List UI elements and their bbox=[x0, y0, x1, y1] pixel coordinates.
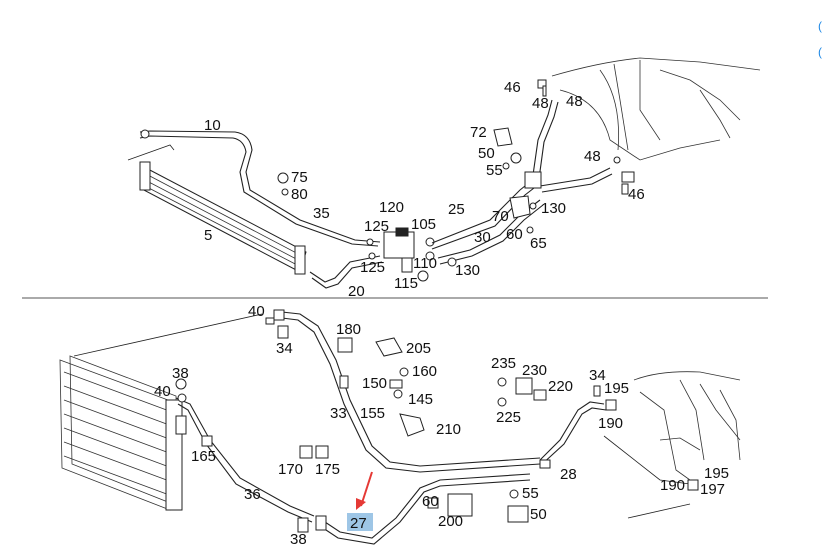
callout-label[interactable]: 50 bbox=[478, 145, 495, 162]
upper-assembly bbox=[127, 57, 761, 289]
callout-label[interactable]: 115 bbox=[394, 275, 418, 292]
transmission-lower bbox=[633, 371, 741, 481]
callout-label[interactable]: 34 bbox=[589, 367, 606, 384]
callout-label[interactable]: 36 bbox=[244, 486, 261, 503]
callout-label[interactable]: 145 bbox=[408, 391, 433, 408]
callout-label[interactable]: 200 bbox=[438, 513, 463, 530]
callout-label[interactable]: 38 bbox=[172, 365, 189, 382]
callout-label[interactable]: 105 bbox=[411, 216, 436, 233]
callout-label[interactable]: 195 bbox=[704, 465, 729, 482]
edge-mark: ( bbox=[818, 19, 822, 33]
callout-label[interactable]: 170 bbox=[278, 461, 303, 478]
callout-label[interactable]: 125 bbox=[360, 259, 385, 276]
callout-label[interactable]: 130 bbox=[541, 200, 566, 217]
callout-label[interactable]: 155 bbox=[360, 405, 385, 422]
callout-label[interactable]: 28 bbox=[560, 466, 577, 483]
callout-label[interactable]: 46 bbox=[504, 79, 521, 96]
highlight-27 bbox=[347, 513, 373, 531]
callout-label[interactable]: 205 bbox=[406, 340, 431, 357]
callout-label[interactable]: 40 bbox=[248, 303, 265, 320]
callout-label[interactable]: 10 bbox=[204, 117, 221, 134]
callout-label[interactable]: 150 bbox=[362, 375, 387, 392]
callout-label[interactable]: 46 bbox=[628, 186, 645, 203]
callout-label[interactable]: 60 bbox=[506, 226, 523, 243]
callout-label[interactable]: 30 bbox=[474, 229, 491, 246]
callout-label[interactable]: 110 bbox=[413, 255, 437, 272]
oil-cooler-upper bbox=[139, 161, 307, 275]
callout-label[interactable]: 120 bbox=[379, 199, 404, 216]
callout-label[interactable]: 197 bbox=[700, 481, 725, 498]
callout-label[interactable]: 33 bbox=[330, 405, 347, 422]
callout-label[interactable]: 20 bbox=[348, 283, 365, 300]
callout-label[interactable]: 35 bbox=[313, 205, 330, 222]
callout-label[interactable]: 160 bbox=[412, 363, 437, 380]
lower-assembly bbox=[59, 309, 741, 545]
callout-label[interactable]: 80 bbox=[291, 186, 308, 203]
callout-label[interactable]: 180 bbox=[336, 321, 361, 338]
edge-mark: ( bbox=[818, 45, 822, 59]
callout-label[interactable]: 75 bbox=[291, 169, 308, 186]
callout-label[interactable]: 65 bbox=[530, 235, 547, 252]
callout-label[interactable]: 48 bbox=[532, 95, 549, 112]
callout-label[interactable]: 34 bbox=[276, 340, 293, 357]
callout-label[interactable]: 225 bbox=[496, 409, 521, 426]
callout-label[interactable]: 40 bbox=[154, 383, 171, 400]
callout-label-highlighted[interactable]: 27 bbox=[350, 515, 367, 532]
callout-label[interactable]: 25 bbox=[448, 201, 465, 218]
callout-label[interactable]: 165 bbox=[191, 448, 216, 465]
callout-label[interactable]: 38 bbox=[290, 531, 307, 548]
pointer-arrowhead bbox=[356, 498, 366, 510]
callout-label[interactable]: 48 bbox=[584, 148, 601, 165]
callout-label[interactable]: 235 bbox=[491, 355, 516, 372]
callout-label[interactable]: 55 bbox=[522, 485, 539, 502]
callout-label[interactable]: 175 bbox=[315, 461, 340, 478]
callout-label[interactable]: 60 bbox=[422, 493, 439, 510]
callout-label[interactable]: 220 bbox=[548, 378, 573, 395]
callout-label[interactable]: 5 bbox=[204, 227, 212, 244]
callout-label[interactable]: 190 bbox=[598, 415, 623, 432]
callout-label[interactable]: 50 bbox=[530, 506, 547, 523]
callout-label[interactable]: 55 bbox=[486, 162, 503, 179]
radiator-lower bbox=[59, 355, 187, 511]
callout-label[interactable]: 48 bbox=[566, 93, 583, 110]
callout-label[interactable]: 210 bbox=[436, 421, 461, 438]
callout-label[interactable]: 195 bbox=[604, 380, 629, 397]
transmission-upper bbox=[551, 57, 761, 161]
callout-label[interactable]: 230 bbox=[522, 362, 547, 379]
callout-label[interactable]: 70 bbox=[492, 208, 509, 225]
callout-label[interactable]: 72 bbox=[470, 124, 487, 141]
pointer-arrow bbox=[360, 471, 373, 507]
callout-label[interactable]: 130 bbox=[455, 262, 480, 279]
callout-label[interactable]: 125 bbox=[364, 218, 389, 235]
callout-label[interactable]: 190 bbox=[660, 477, 685, 494]
